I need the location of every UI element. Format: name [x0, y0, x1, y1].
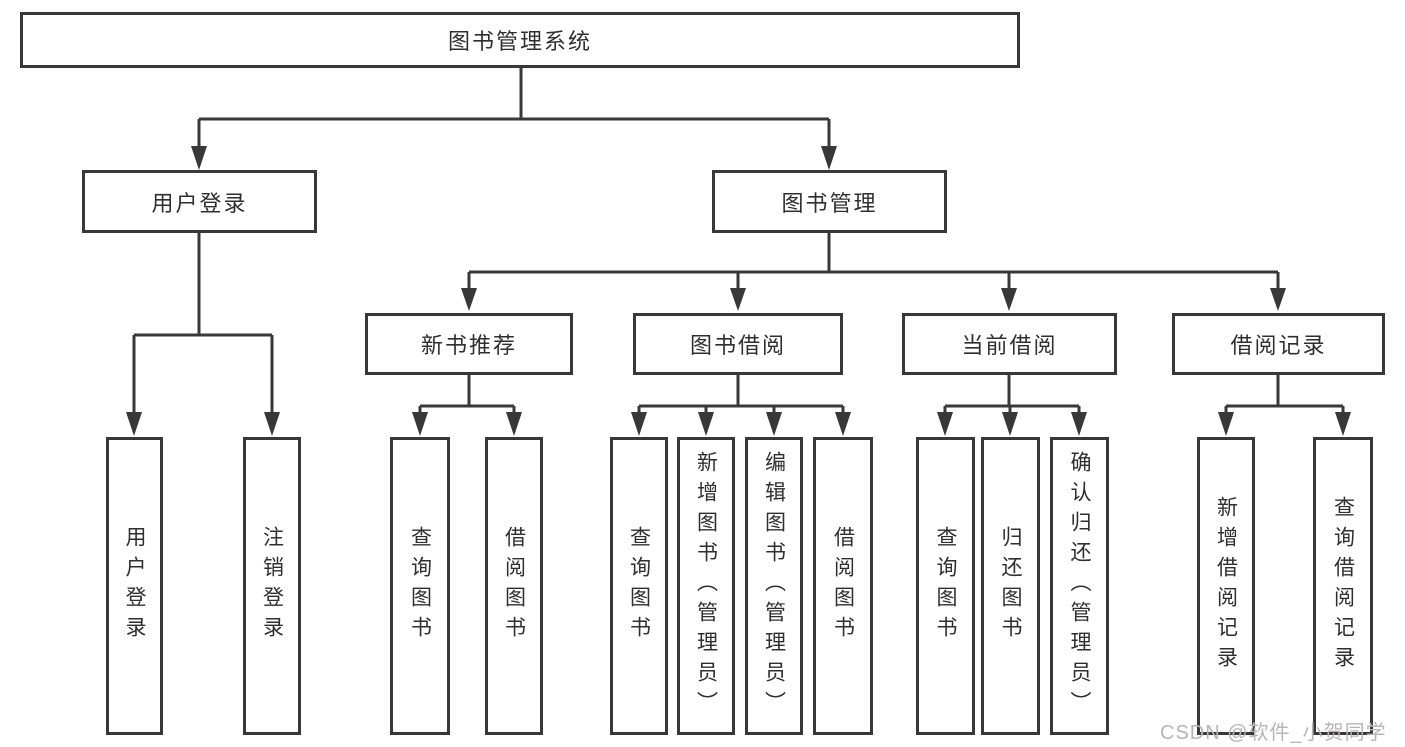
node-book-borrowing-label: 图书借阅 — [689, 333, 786, 358]
node-new-book-recommend: 新书推荐 — [365, 313, 573, 375]
node-book-management-label: 图书管理 — [781, 190, 878, 216]
node-leaf-bb-query-books-label: 查询图书 — [627, 526, 651, 646]
node-leaf-br-add-record: 新增借阅记录 — [1197, 437, 1255, 735]
node-leaf-nbr-borrow-books-label: 借阅图书 — [502, 526, 526, 646]
node-leaf-cb-return-books: 归还图书 — [981, 437, 1040, 735]
node-leaf-user-login-label: 用户登录 — [123, 526, 146, 646]
node-leaf-logout: 注销登录 — [243, 437, 301, 735]
node-leaf-nbr-borrow-books: 借阅图书 — [485, 437, 543, 735]
node-borrowing-records: 借阅记录 — [1172, 313, 1385, 375]
node-leaf-nbr-query-books-label: 查询图书 — [408, 526, 432, 646]
node-leaf-bb-add-books-admin-label: 新增图书（管理员） — [694, 451, 718, 721]
node-book-management: 图书管理 — [712, 170, 947, 233]
node-root: 图书管理系统 — [20, 12, 1020, 68]
node-leaf-bb-borrow-books-label: 借阅图书 — [831, 526, 855, 646]
node-new-book-recommend-label: 新书推荐 — [420, 333, 517, 358]
node-root-label: 图书管理系统 — [447, 29, 592, 54]
node-leaf-cb-return-books-label: 归还图书 — [999, 526, 1022, 646]
node-leaf-bb-query-books: 查询图书 — [610, 437, 668, 735]
node-leaf-user-login: 用户登录 — [106, 437, 163, 735]
node-leaf-br-query-record: 查询借阅记录 — [1313, 437, 1373, 735]
node-leaf-cb-confirm-return-admin: 确认归还（管理员） — [1050, 437, 1109, 735]
node-leaf-cb-query-books: 查询图书 — [916, 437, 975, 735]
node-leaf-nbr-query-books: 查询图书 — [390, 437, 450, 735]
node-current-borrowing-label: 当前借阅 — [961, 333, 1058, 358]
node-user-login-label: 用户登录 — [151, 190, 248, 216]
node-book-borrowing: 图书借阅 — [633, 313, 843, 375]
node-leaf-br-query-record-label: 查询借阅记录 — [1331, 496, 1355, 676]
node-leaf-br-add-record-label: 新增借阅记录 — [1214, 496, 1238, 676]
node-leaf-logout-label: 注销登录 — [260, 526, 284, 646]
node-leaf-bb-add-books-admin: 新增图书（管理员） — [677, 437, 735, 735]
node-current-borrowing: 当前借阅 — [902, 313, 1117, 375]
node-leaf-bb-edit-books-admin-label: 编辑图书（管理员） — [762, 451, 786, 721]
node-leaf-bb-borrow-books: 借阅图书 — [813, 437, 873, 735]
node-borrowing-records-label: 借阅记录 — [1230, 333, 1327, 358]
node-leaf-bb-edit-books-admin: 编辑图书（管理员） — [745, 437, 803, 735]
csdn-watermark: CSDN @软件_小贺同学 — [1160, 722, 1387, 744]
node-leaf-cb-confirm-return-admin-label: 确认归还（管理员） — [1068, 451, 1091, 721]
node-user-login: 用户登录 — [82, 170, 317, 233]
node-leaf-cb-query-books-label: 查询图书 — [934, 526, 957, 646]
